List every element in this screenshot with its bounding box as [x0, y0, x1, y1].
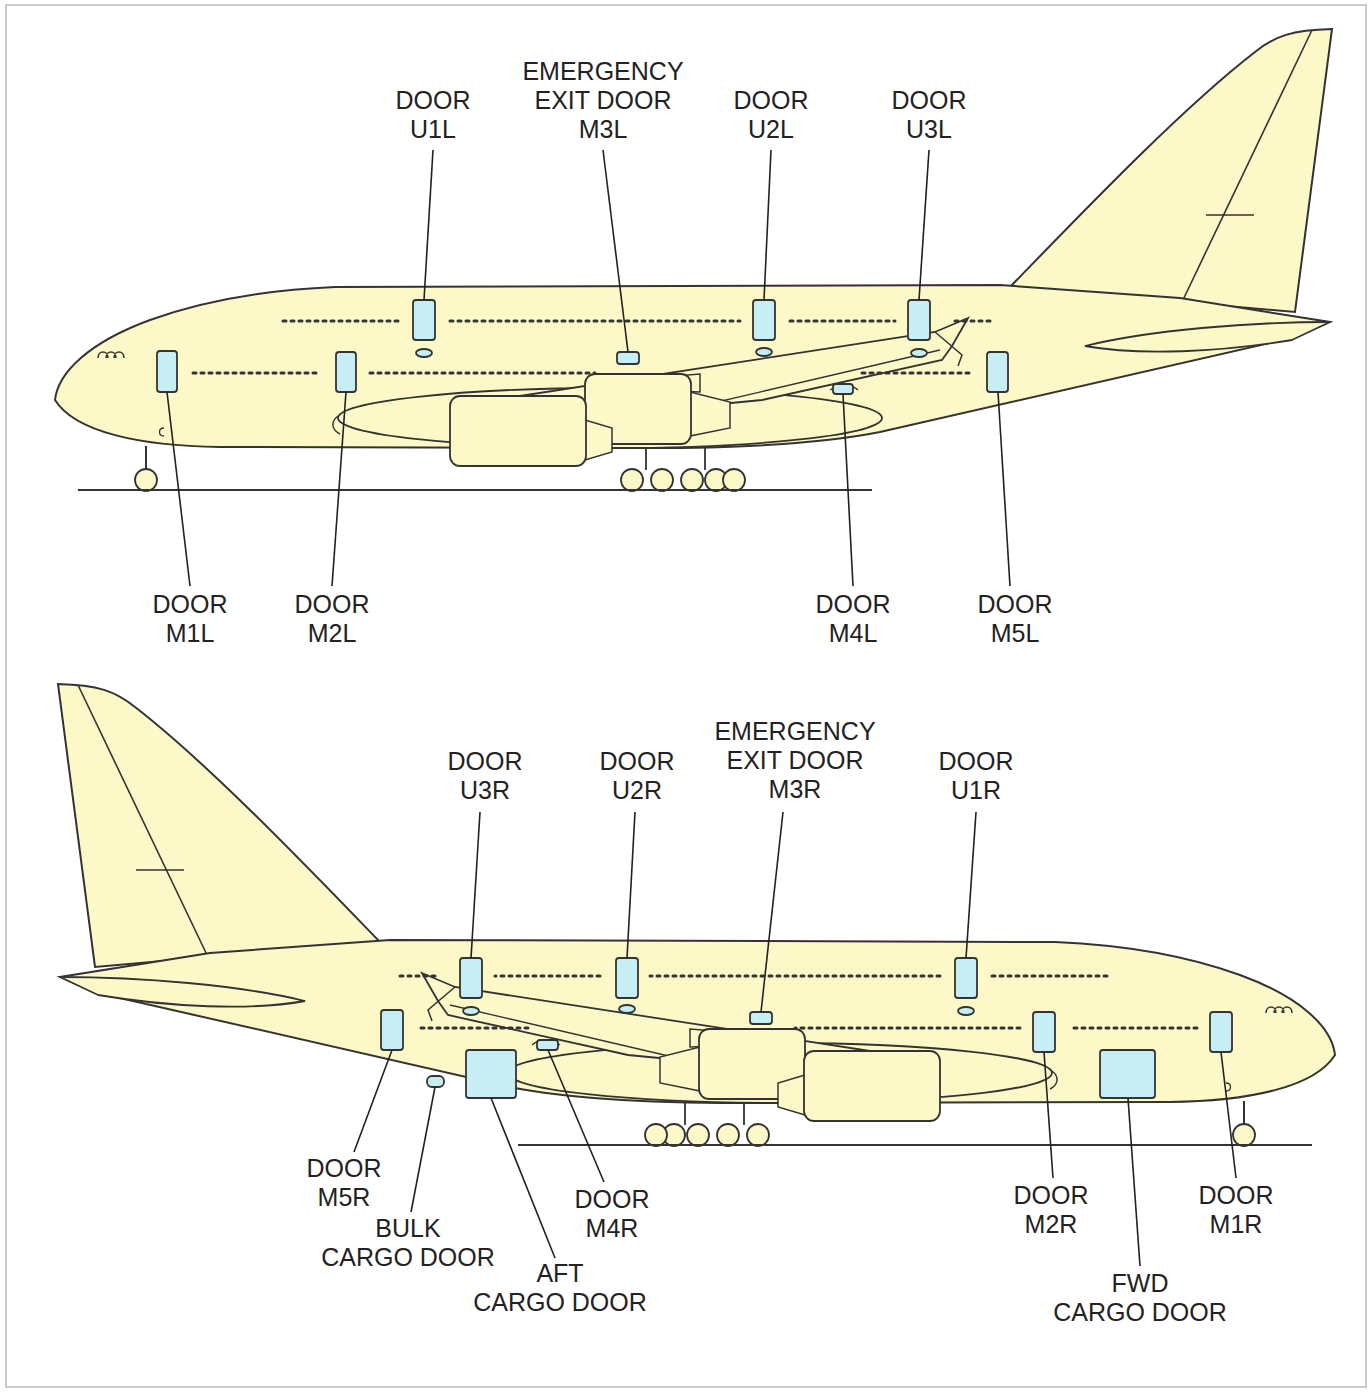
door-label: DOOR M2R: [1014, 1181, 1089, 1239]
slide-pack: [756, 348, 772, 356]
door: [1033, 1012, 1055, 1052]
door-label: DOOR M1R: [1199, 1181, 1274, 1239]
door: [908, 300, 930, 340]
door: [157, 351, 177, 392]
door-label: DOOR M1L: [153, 590, 228, 648]
door-label: EMERGENCY EXIT DOOR M3R: [714, 717, 875, 804]
leader-line: [424, 150, 433, 300]
leader-line: [627, 812, 635, 958]
leader-line: [603, 150, 628, 352]
door: [987, 352, 1008, 392]
leader-line: [167, 392, 190, 586]
bulk-cargo-door: [427, 1076, 444, 1087]
fwd-cargo-door: [1100, 1050, 1155, 1098]
emergency-exit: [617, 352, 639, 364]
aircraft-right-side: [58, 684, 1335, 1146]
leader-line: [411, 1087, 435, 1212]
door-label: DOOR U1R: [939, 747, 1014, 805]
door: [336, 352, 356, 392]
frame: [6, 5, 1366, 1387]
door: [1210, 1012, 1232, 1052]
doors-right: [381, 958, 1232, 1098]
door-label: DOOR U2R: [600, 747, 675, 805]
aircraft-left-side: [55, 29, 1332, 491]
door-label: DOOR M5R: [307, 1154, 382, 1212]
door-label: DOOR U3L: [892, 86, 967, 144]
leader-line: [332, 392, 346, 586]
door: [955, 958, 977, 998]
slide-pack: [619, 1005, 635, 1013]
door: [833, 384, 853, 394]
aft-cargo-door: [466, 1050, 516, 1098]
door-label: EMERGENCY EXIT DOOR M3L: [522, 57, 683, 144]
door: [413, 300, 435, 340]
slide-pack: [416, 349, 432, 357]
slide-pack: [911, 349, 927, 357]
door-label: DOOR U3R: [448, 747, 523, 805]
emergency-exit: [750, 1012, 772, 1024]
door: [537, 1040, 558, 1050]
door-label: DOOR M5L: [978, 590, 1053, 648]
leader-line: [354, 1050, 392, 1152]
leader-line: [843, 394, 853, 586]
leader-lines: [167, 150, 1236, 1266]
leader-line: [1044, 1052, 1053, 1178]
slide-pack: [463, 1007, 479, 1015]
leader-line: [1221, 1052, 1236, 1178]
door-label: DOOR M4R: [575, 1185, 650, 1243]
door: [460, 958, 482, 998]
door-label: DOOR M4L: [816, 590, 891, 648]
door: [753, 300, 775, 340]
door-label: AFT CARGO DOOR: [473, 1259, 647, 1317]
door: [381, 1010, 403, 1050]
door: [616, 958, 638, 998]
door-label: DOOR U2L: [734, 86, 809, 144]
leader-line: [919, 150, 929, 300]
door-label: DOOR M2L: [295, 590, 370, 648]
door-label: FWD CARGO DOOR: [1053, 1269, 1227, 1327]
leader-line: [761, 812, 783, 1012]
leader-line: [764, 150, 771, 300]
leader-line: [491, 1098, 555, 1258]
leader-line: [548, 1050, 604, 1182]
slide-pack: [958, 1007, 974, 1015]
leader-line: [1128, 1098, 1140, 1266]
door-label: DOOR U1L: [396, 86, 471, 144]
door-label: BULK CARGO DOOR: [321, 1214, 495, 1272]
doors-left: [157, 300, 1008, 394]
leader-line: [471, 812, 480, 958]
leader-line: [966, 812, 976, 958]
leader-line: [998, 392, 1010, 586]
